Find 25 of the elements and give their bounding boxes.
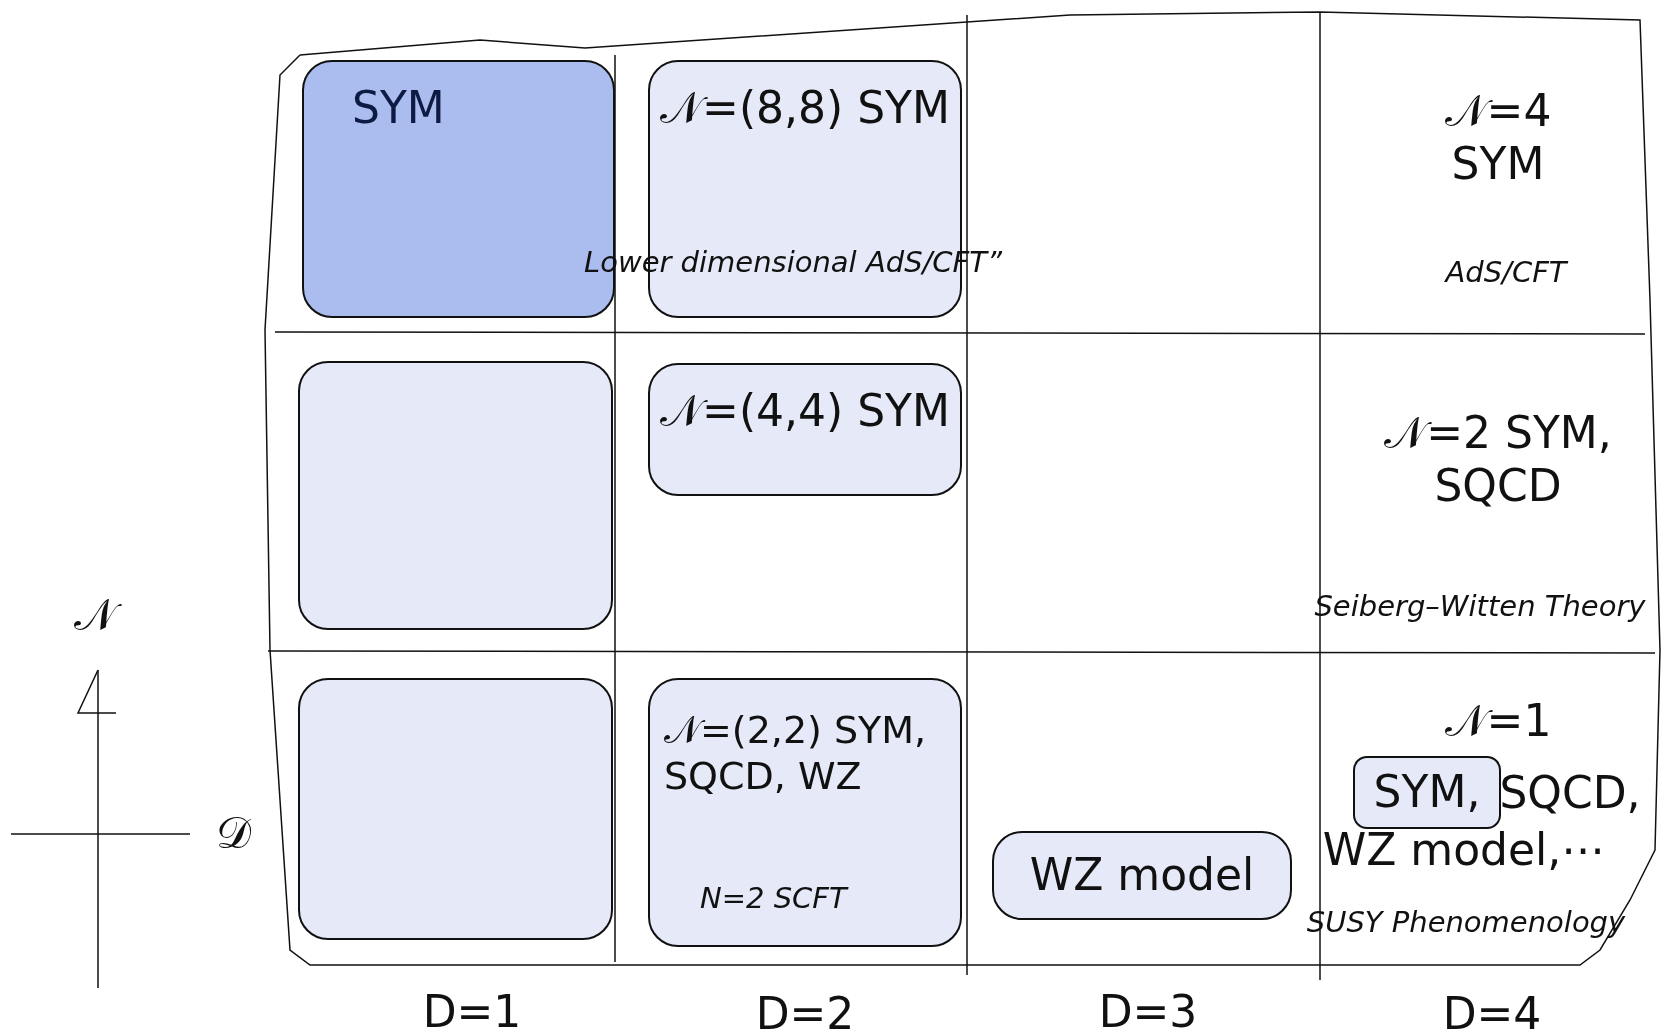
rounded-box [648,363,962,496]
box-title: 𝒩=(8,8) SYM [660,82,950,135]
box-caption: N=2 SCFT [700,881,850,915]
axis-label: 𝒟 [214,806,252,860]
box-title: 𝒩=(4,4) SYM [660,385,950,438]
empty-box [298,678,613,940]
model-label: WZ model,⋯ [1321,823,1607,877]
rounded-box [992,831,1292,920]
box-title: SYM, [1373,766,1481,819]
column-label: D=2 [754,987,856,1036]
model-label: 𝒩=1 [1443,694,1553,748]
box-title: 𝒩=(2,2) SYM, SQCD, WZ [664,708,928,800]
rounded-box [648,678,962,947]
column-label: D=1 [421,985,523,1036]
column-label: D=3 [1097,985,1199,1036]
model-label: SQCD, [1498,766,1642,820]
model-label: 𝒩=4 SYM [1443,85,1553,191]
axis-label: 𝒩 [55,588,135,642]
empty-box [298,361,613,630]
topic-label: AdS/CFT [1443,255,1570,289]
model-label: 𝒩=2 SYM, SQCD [1383,407,1613,513]
box-title: SYM [352,82,446,135]
column-label: D=4 [1441,987,1543,1036]
box-title: WZ model [1029,849,1255,902]
rounded-box [1353,756,1501,829]
